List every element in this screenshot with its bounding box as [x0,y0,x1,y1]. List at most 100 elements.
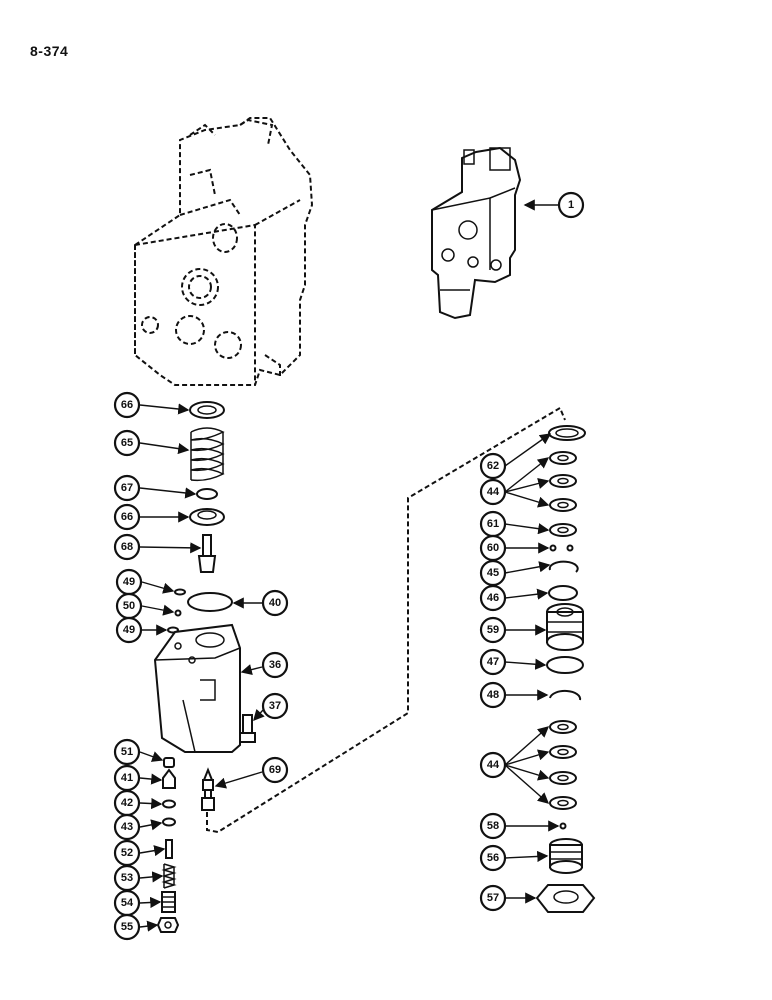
callout-58: 58 [479,812,507,840]
svg-text:65: 65 [121,437,133,449]
callout-1: 1 [557,191,585,219]
svg-text:57: 57 [487,892,499,904]
cap-housing [153,623,241,753]
svg-text:40: 40 [269,597,281,609]
svg-text:1: 1 [568,199,574,211]
callout-49-upper: 49 [115,568,143,596]
o-ring-small-upper [174,588,186,596]
svg-text:66: 66 [121,511,133,523]
spring [190,427,225,482]
callout-57: 57 [479,884,507,912]
svg-text:55: 55 [121,921,133,933]
relief-spring [161,863,177,889]
ball [559,822,567,830]
detent-sleeve-washer [549,523,577,537]
adjusting-screw [161,891,176,913]
svg-text:41: 41 [121,772,133,784]
callout-66-lower: 66 [113,503,141,531]
callout-67: 67 [113,474,141,502]
leader-lines [139,199,560,932]
svg-text:37: 37 [269,700,281,712]
svg-text:44: 44 [487,486,500,498]
svg-text:59: 59 [487,624,499,636]
valve-assembly-small-view [431,146,522,320]
detent-sleeve [546,603,584,651]
svg-text:68: 68 [121,541,133,553]
callout-49-lower: 49 [115,616,143,644]
o-ring-upper [548,585,578,601]
lock-nut [156,917,180,933]
washers-lower-group [549,720,577,810]
washers-upper-group [549,451,577,512]
callout-52: 52 [113,839,141,867]
callout-68: 68 [113,533,141,561]
callout-55: 55 [113,913,141,941]
callout-54: 54 [113,889,141,917]
callout-62: 62 [479,452,507,480]
svg-text:51: 51 [121,746,133,758]
svg-text:50: 50 [123,600,135,612]
svg-text:47: 47 [487,656,499,668]
callout-44-lower: 44 [479,751,507,779]
callout-60: 60 [479,534,507,562]
callout-44-upper: 44 [479,478,507,506]
detent-plunger-fitting [201,767,215,811]
svg-text:53: 53 [121,872,133,884]
callout-42: 42 [113,789,141,817]
svg-text:43: 43 [121,821,133,833]
callout-56: 56 [479,844,507,872]
svg-text:54: 54 [121,897,134,909]
assembly-path-dashed-line [206,406,566,834]
page-number: 8-374 [30,43,69,59]
detent-balls [549,544,574,552]
svg-text:62: 62 [487,460,499,472]
spool-end-bolt [197,534,217,573]
spring-seat-lower [189,508,225,526]
svg-text:67: 67 [121,482,133,494]
callout-43: 43 [113,813,141,841]
svg-text:60: 60 [487,542,499,554]
washer [196,488,218,500]
callout-41: 41 [113,764,141,792]
snap-ring-upper [548,560,579,573]
svg-text:46: 46 [487,592,499,604]
callout-46: 46 [479,584,507,612]
svg-text:66: 66 [121,399,133,411]
callout-66-upper: 66 [113,391,141,419]
callout-69: 69 [261,756,289,784]
o-ring-large [187,592,233,612]
callout-50: 50 [115,592,143,620]
svg-text:45: 45 [487,567,499,579]
check-ball [174,609,182,617]
svg-text:52: 52 [121,847,133,859]
spring-seat-upper [189,401,225,419]
svg-text:56: 56 [487,852,499,864]
callout-53: 53 [113,864,141,892]
svg-text:49: 49 [123,576,135,588]
backup-ring [162,799,176,809]
seal-retainer [548,425,586,441]
jam-nut [535,884,596,913]
detent-plug [549,838,583,874]
snap-ring-lower [549,689,582,701]
plug [163,757,175,768]
svg-text:44: 44 [487,759,500,771]
svg-text:36: 36 [269,659,281,671]
callout-51: 51 [113,738,141,766]
callout-47: 47 [479,648,507,676]
svg-text:49: 49 [123,624,135,636]
pin [165,839,173,859]
callout-45: 45 [479,559,507,587]
svg-text:61: 61 [487,518,499,530]
svg-text:48: 48 [487,689,499,701]
svg-text:42: 42 [121,797,133,809]
callout-40: 40 [261,589,289,617]
svg-text:69: 69 [269,764,281,776]
callout-65: 65 [113,429,141,457]
callout-61: 61 [479,510,507,538]
o-ring-relief [162,817,176,827]
callout-37: 37 [261,692,289,720]
relief-poppet [162,768,176,789]
o-ring-lower [546,656,584,674]
